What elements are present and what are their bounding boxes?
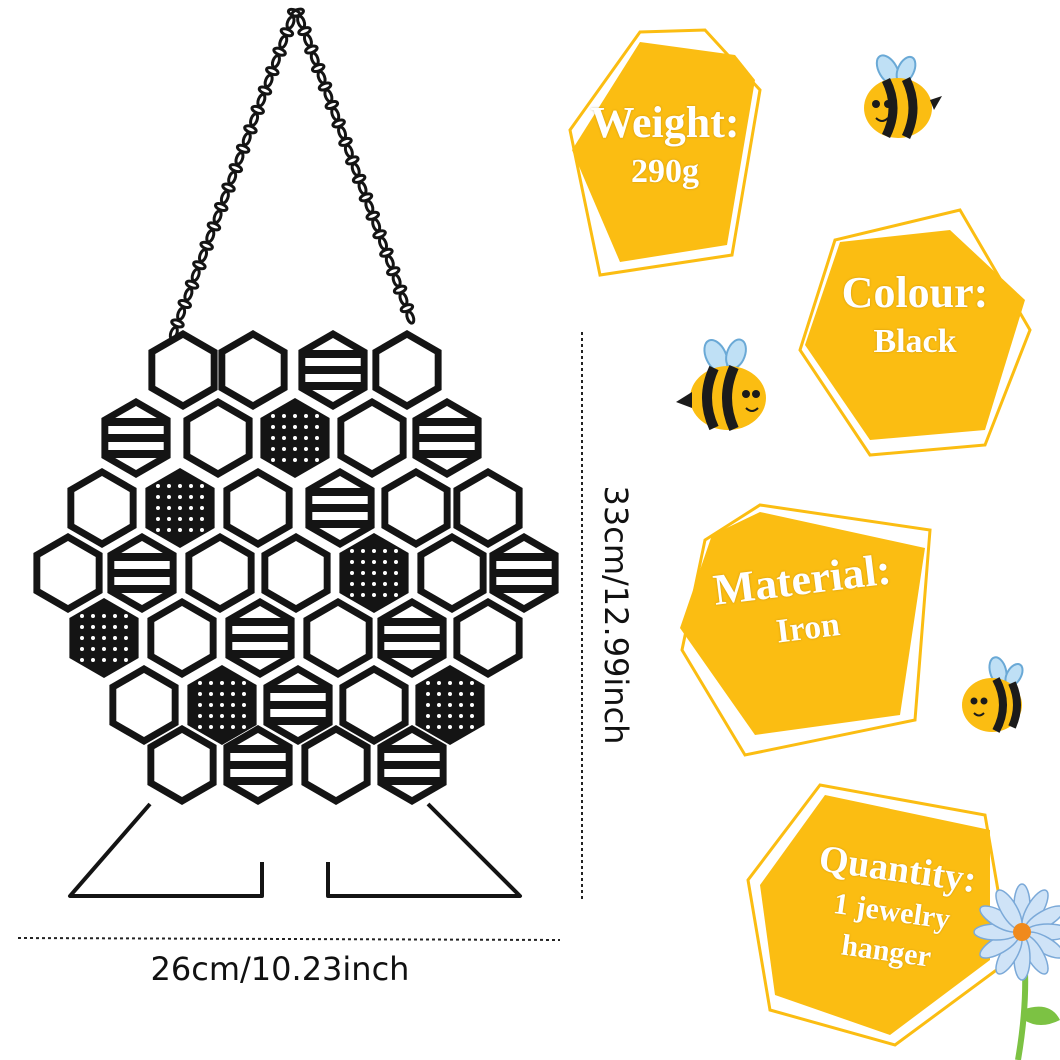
honeycomb-cell [298, 330, 368, 410]
honeycomb-cell [453, 598, 523, 678]
width-dimension-label: 26cm/10.23inch [150, 950, 410, 988]
height-dimension-label: 33cm/12.99inch [597, 485, 635, 745]
honeycomb-cell [453, 468, 523, 548]
spec-colour-label: Colour: [841, 268, 989, 317]
spec-quantity-badge [746, 783, 1012, 1047]
spec-weight-badge [568, 28, 762, 277]
honeycomb-cell [303, 598, 373, 678]
spec-weight-value: 290g [631, 152, 699, 190]
honeycomb-cell [381, 468, 451, 548]
honeycomb-cell [109, 665, 179, 745]
width-dimension-line [17, 937, 561, 941]
honeycomb-cell [101, 398, 171, 478]
honeycomb-cell [69, 598, 139, 678]
honeycomb-cell [261, 533, 331, 613]
bee-icon [962, 656, 1024, 733]
honeycomb-cell [223, 468, 293, 548]
honeycomb-cell [372, 330, 442, 410]
honeycomb-cell [412, 398, 482, 478]
honeycomb-cell [417, 533, 487, 613]
honeycomb-cell [67, 468, 137, 548]
spec-colour-value: Black [873, 322, 957, 360]
honeycomb-cell [185, 533, 255, 613]
honeycomb-cell [223, 725, 293, 805]
honeycomb-cell [337, 398, 407, 478]
honeycomb-cell [218, 330, 288, 410]
honeycomb-cell [339, 665, 409, 745]
hanging-chain [168, 7, 416, 341]
honeycomb-cell [147, 598, 217, 678]
spec-colour: Colour: Black [820, 268, 1010, 364]
bee-icon [676, 338, 766, 432]
honeycomb-cell [147, 725, 217, 805]
honeycomb-cell [107, 533, 177, 613]
honeycomb-cell [225, 598, 295, 678]
honeycomb-jewelry-hanger [33, 330, 559, 805]
daisy-icon [973, 883, 1060, 1060]
spec-colour-badge [798, 208, 1032, 457]
honeycomb-cell [489, 533, 559, 613]
bee-icon [864, 54, 942, 139]
honeycomb-cell [187, 665, 257, 745]
honeycomb-cell [377, 598, 447, 678]
honeycomb-cell [33, 533, 103, 613]
honeycomb-cell [263, 665, 333, 745]
hanger-stand [68, 802, 522, 898]
honeycomb-cell [339, 533, 409, 613]
spec-material-badge [680, 503, 932, 757]
honeycomb-cell [145, 468, 215, 548]
honeycomb-cell [305, 468, 375, 548]
honeycomb-cell [183, 398, 253, 478]
honeycomb-cell [260, 398, 330, 478]
honeycomb-cell [415, 665, 485, 745]
honeycomb-cell [301, 725, 371, 805]
spec-weight-label: Weight: [590, 98, 740, 147]
honeycomb-cell [377, 725, 447, 805]
honeycomb-cell [148, 330, 218, 410]
spec-weight: Weight: 290g [575, 98, 755, 194]
